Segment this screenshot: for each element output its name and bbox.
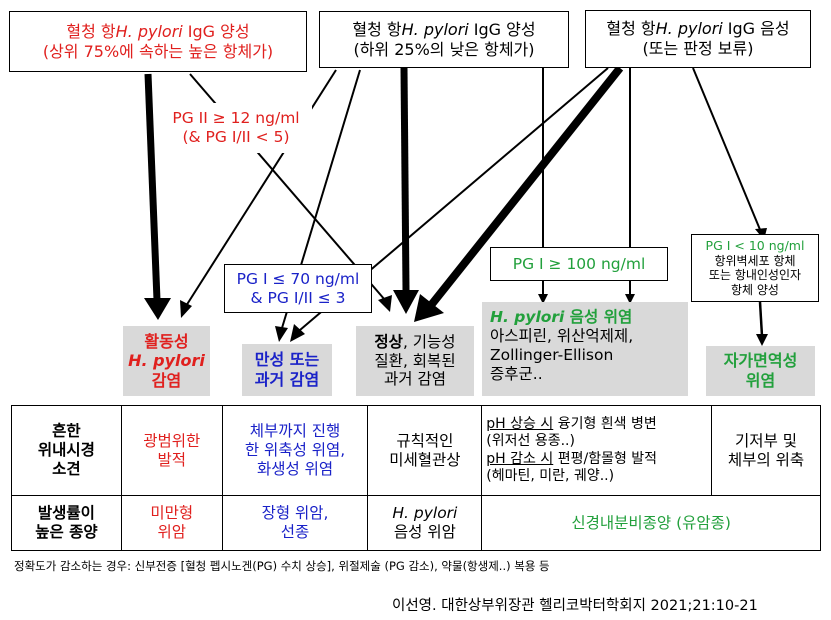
text: PG I ≥ 100 ng/ml <box>512 254 646 273</box>
cell-chronic-tumor: 장형 위암, 선종 <box>221 495 369 551</box>
label-pg2-criteria: PG II ≥ 12 ng/ml (& PG I/II < 5) <box>160 103 312 153</box>
row-header-endoscopy: 흔한 위내시경 소견 <box>11 405 122 496</box>
row-header-tumor: 발생률이 높은 종양 <box>11 495 122 551</box>
text-italic: H. pylori <box>401 19 469 39</box>
text: 또는 항내인성인자 <box>708 268 802 283</box>
text: 자가면역성 <box>723 351 798 371</box>
text: (상위 75%에 속하는 높은 항체가) <box>42 41 274 61</box>
text: PG I < 10 ng/ml <box>705 238 805 254</box>
text: 흔한 <box>52 422 81 441</box>
text: 음성 위염 <box>564 308 633 326</box>
arrow-high-to-active <box>144 73 161 301</box>
text: PG II ≥ 12 ng/ml <box>172 109 300 128</box>
citation: 이선영. 대한상부위장관 헬리코박터학회지 2021;21:10-21 <box>392 598 758 614</box>
cell-active-endoscopy: 광범위한 발적 <box>120 405 223 496</box>
text: (헤마틴, 미란, 궤양..) <box>486 467 615 484</box>
text: 위내시경 <box>37 441 95 460</box>
text: & PG I/II ≤ 3 <box>250 288 346 307</box>
text: (위저선 용종..) <box>486 433 575 450</box>
text: 발생률이 <box>37 504 95 523</box>
text: 감염 <box>151 370 182 390</box>
text: 화생성 위염 <box>256 459 334 478</box>
text: 장형 위암, <box>261 504 329 523</box>
box-igg-negative: 혈청 항H. pylori IgG 음성 (또는 판정 보류) <box>585 10 811 68</box>
outcome-chronic-infection: 만성 또는 과거 감염 <box>242 344 332 396</box>
box-igg-positive-high: 혈청 항H. pylori IgG 양성 (상위 75%에 속하는 높은 항체가… <box>9 11 307 72</box>
text: 체부까지 진행 <box>249 422 341 441</box>
outcome-active-infection: 활동성 H. pylori 감염 <box>123 326 210 396</box>
text-italic: H. pylori <box>392 504 458 523</box>
text: 과거 감염 <box>254 370 320 389</box>
text: 체부의 위축 <box>727 450 805 469</box>
arrow-neg-to-autoimmune <box>692 67 762 233</box>
text: 항위벽세포 항체 <box>714 253 796 268</box>
cell-normal-tumor: H. pylori 음성 위암 <box>367 495 483 551</box>
text: 혈청 항 <box>606 19 656 39</box>
footnote: 정확도가 감소하는 경우: 신부전증 [혈청 펩시노겐(PG) 수치 상승], … <box>14 559 550 573</box>
cell-neuroendocrine-tumor: 신경내분비종양 (유암종) <box>481 495 821 551</box>
text: 증후군.. <box>490 364 543 383</box>
text-underlined: pH 상승 시 <box>486 416 554 433</box>
text: 질환, 회복된 <box>374 351 456 370</box>
text: 광범위한 <box>143 431 201 450</box>
table-row-tumor: 발생률이 높은 종양 미만형 위암 장형 위암, 선종 H. pylori 음성… <box>11 495 821 551</box>
text: (또는 판정 보류) <box>642 39 754 58</box>
text-italic: H. pylori <box>490 308 565 326</box>
cell-negative-endoscopy: pH 상승 시 융기형 흰색 병변 (위저선 용종..) pH 감소 시 편평/… <box>481 405 713 496</box>
text-italic: H. pylori <box>128 351 205 371</box>
text-italic: H. pylori <box>655 19 723 39</box>
text: 규칙적인 <box>396 431 454 450</box>
text: 한 위축성 위염, <box>244 441 346 460</box>
text: 높은 종양 <box>35 523 98 541</box>
box-igg-positive-low: 혈청 항H. pylori IgG 양성 (하위 25%의 낮은 항체가) <box>319 11 569 68</box>
text: , 기능성 <box>402 332 456 351</box>
text: 소견 <box>52 459 81 478</box>
text: 위암 <box>157 523 186 541</box>
outcome-hp-negative-gastritis: H. pylori 음성 위염 아스피린, 위산억제제, Zollinger-E… <box>482 302 688 396</box>
text: 음성 위암 <box>393 523 456 541</box>
text: IgG 음성 <box>722 19 790 39</box>
box-pg1-high-criteria: PG I ≥ 100 ng/ml <box>490 247 668 281</box>
text: 혈청 항 <box>66 21 116 41</box>
text: (하위 25%의 낮은 항체가) <box>353 39 535 59</box>
box-pg1-very-low-criteria: PG I < 10 ng/ml 항위벽세포 항체 또는 항내인성인자 항체 양성 <box>691 234 819 302</box>
cell-autoimmune-endoscopy: 기저부 및 체부의 위축 <box>711 405 821 496</box>
outcome-normal: 정상, 기능성 질환, 회복된 과거 감염 <box>356 326 474 396</box>
text: 활동성 <box>144 331 189 351</box>
text-italic: H. pylori <box>115 21 183 41</box>
text: 미만형 <box>150 504 194 523</box>
text: 항체 양성 <box>731 282 779 297</box>
text: 아스피린, 위산억제제, <box>490 326 634 345</box>
text: 편평/함몰형 발적 <box>553 450 658 467</box>
text: 기저부 및 <box>735 431 798 450</box>
text: 혈청 항 <box>352 19 402 39</box>
text: (& PG I/II < 5) <box>182 128 290 146</box>
cell-active-tumor: 미만형 위암 <box>120 495 223 551</box>
text: IgG 양성 <box>468 19 536 39</box>
text: 발적 <box>157 450 186 469</box>
cell-normal-endoscopy: 규칙적인 미세혈관상 <box>367 405 483 496</box>
table-row-endoscopy: 흔한 위내시경 소견 광범위한 발적 체부까지 진행 한 위축성 위염, 화생성… <box>11 405 821 496</box>
text: 과거 감염 <box>384 370 446 389</box>
box-pg1-low-criteria: PG I ≤ 70 ng/ml & PG I/II ≤ 3 <box>224 264 372 313</box>
text: 선종 <box>280 523 310 541</box>
text-underlined: pH 감소 시 <box>486 450 554 467</box>
outcome-autoimmune-gastritis: 자가면역성 위염 <box>706 346 815 396</box>
arrowhead-high-to-active <box>144 298 171 320</box>
arrow-neg-to-normal <box>428 65 624 307</box>
text: 위염 <box>745 371 776 390</box>
text: 융기형 흰색 병변 <box>553 416 657 433</box>
findings-table: 흔한 위내시경 소견 광범위한 발적 체부까지 진행 한 위축성 위염, 화생성… <box>11 405 821 551</box>
text: 신경내분비종양 (유암종) <box>571 513 731 532</box>
text: 미세혈관상 <box>389 450 461 469</box>
text: PG I ≤ 70 ng/ml <box>236 269 360 288</box>
text: Zollinger-Ellison <box>490 345 614 364</box>
text: 만성 또는 <box>254 350 320 370</box>
arrow-low-to-normal <box>400 67 410 291</box>
text: IgG 양성 <box>182 21 250 41</box>
arrow-autoimmune-down <box>758 301 764 337</box>
cell-chronic-endoscopy: 체부까지 진행 한 위축성 위염, 화생성 위염 <box>221 405 369 496</box>
text-bold: 정상 <box>374 332 403 351</box>
